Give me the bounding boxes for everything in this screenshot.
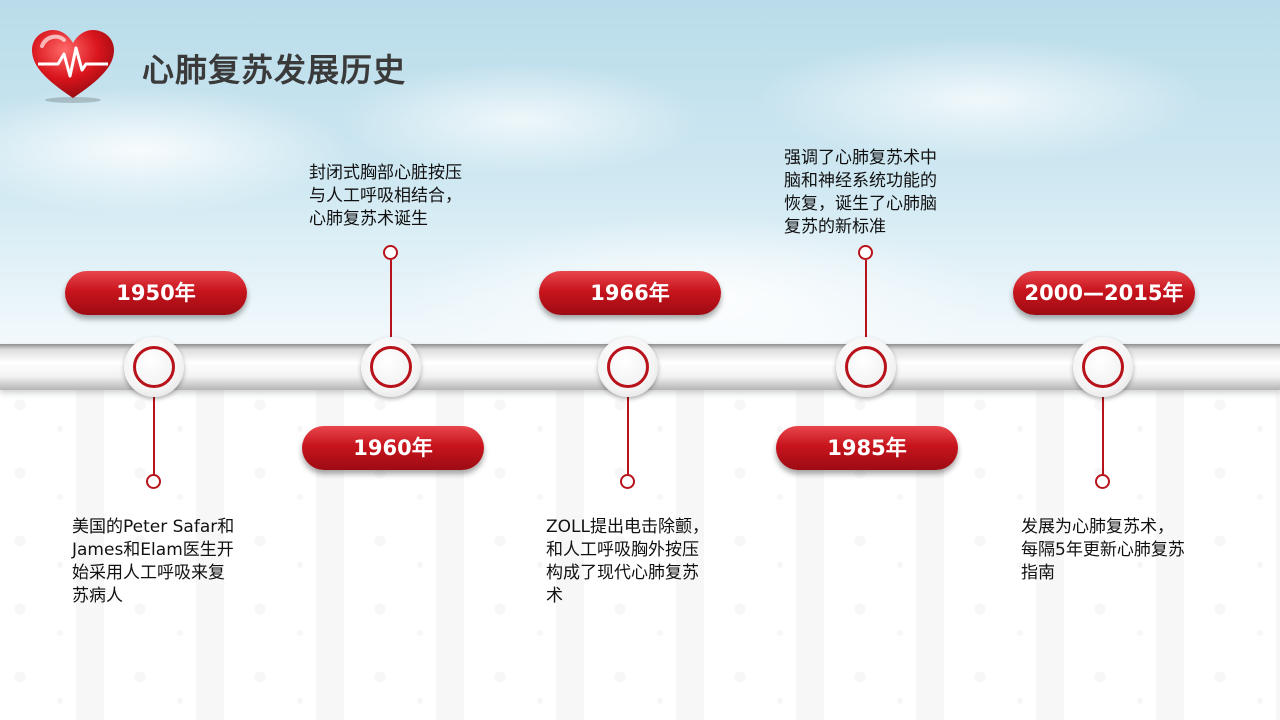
timeline-node-1950 (124, 337, 184, 397)
heart-pulse-icon (32, 30, 114, 103)
timeline-marker-dot (146, 474, 161, 489)
timeline-node-2000-2015 (1073, 337, 1133, 397)
timeline-description-1966: ZOLL提出电击除颤， 和人工呼吸胸外按压 构成了现代心肺复苏 术 (546, 517, 709, 606)
slide-title: 心肺复苏发展历史 (142, 51, 407, 89)
timeline-description-1950: 美国的Peter Safar和 James和Elam医生开 始采用人工呼吸来复 … (72, 517, 235, 606)
year-label-2000-2015: 2000—2015年 (1013, 271, 1195, 315)
year-label-1966: 1966年 (539, 271, 721, 315)
timeline-description-2000-2015: 发展为心肺复苏术， 每隔5年更新心肺复苏 指南 (1021, 517, 1185, 583)
timeline-marker-dot (1095, 474, 1110, 489)
timeline-node-1960 (361, 337, 421, 397)
timeline-marker-dot (383, 245, 398, 260)
timeline-marker-dot (620, 474, 635, 489)
timeline-node-1985 (836, 337, 896, 397)
timeline-connector (390, 260, 392, 340)
timeline-connector (1102, 395, 1104, 475)
timeline-description-1985: 强调了心肺复苏术中 脑和神经系统功能的 恢复，诞生了心肺脑 复苏的新标准 (784, 148, 937, 237)
timeline-description-1960: 封闭式胸部心脏按压 与人工呼吸相结合， 心肺复苏术诞生 (309, 163, 462, 229)
sky-background (0, 0, 1280, 400)
year-label-1960: 1960年 (302, 426, 484, 470)
timeline-node-1966 (598, 337, 658, 397)
timeline-connector (153, 395, 155, 475)
medical-pattern-background (0, 385, 1280, 720)
year-label-1950: 1950年 (65, 271, 247, 315)
timeline-connector (627, 395, 629, 475)
timeline-connector (865, 260, 867, 340)
timeline-marker-dot (858, 245, 873, 260)
year-label-1985: 1985年 (776, 426, 958, 470)
